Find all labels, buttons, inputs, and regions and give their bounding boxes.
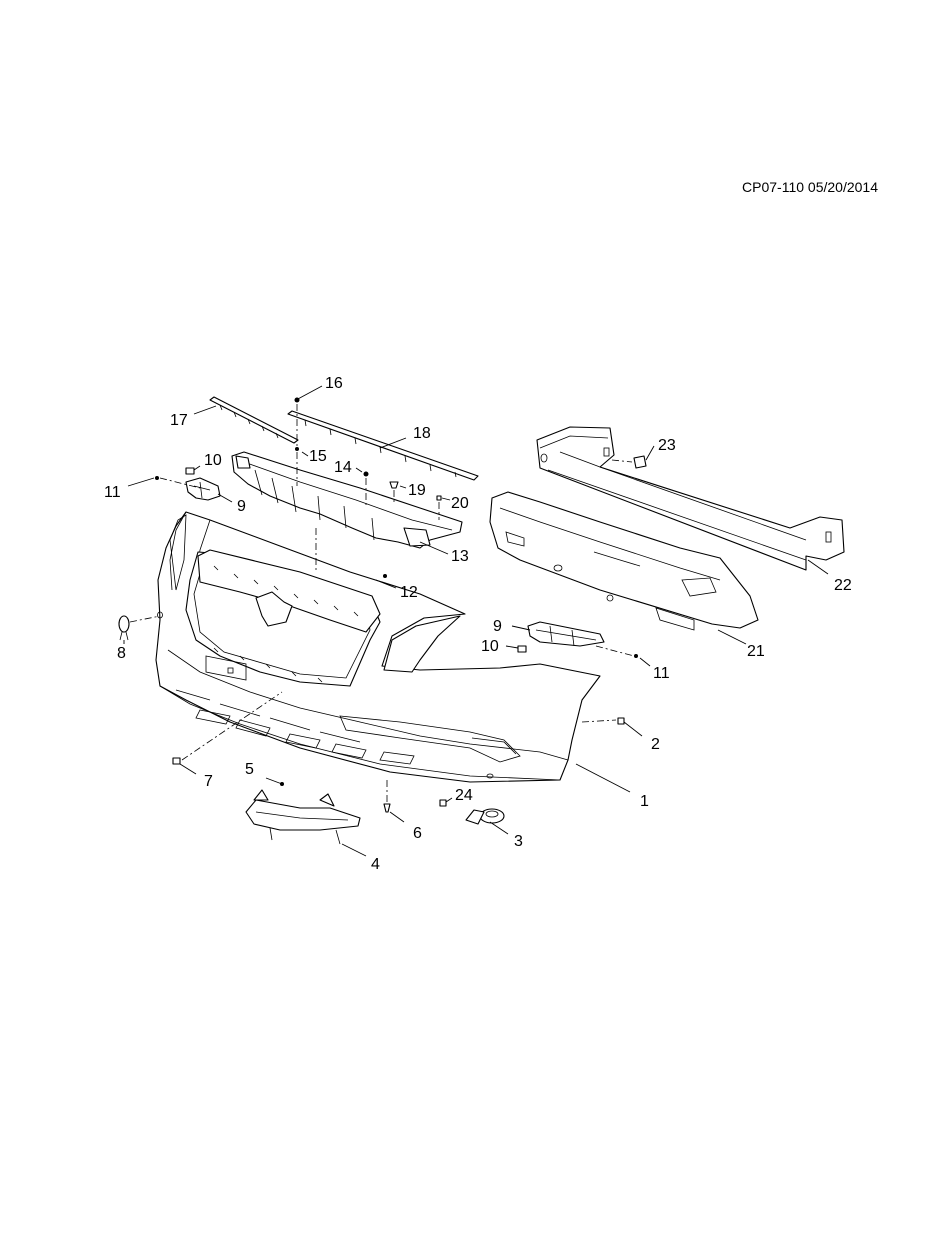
part-21-energy-absorber xyxy=(489,491,759,631)
callout-16: 16 xyxy=(325,375,343,392)
document-code: CP07-110 05/20/2014 xyxy=(742,179,878,195)
callout-11-right: 11 xyxy=(653,665,670,682)
callout-6: 6 xyxy=(413,825,422,842)
callout-15: 15 xyxy=(309,448,327,465)
callout-7: 7 xyxy=(204,773,213,790)
part-1-front-fascia xyxy=(155,511,601,783)
fasteners xyxy=(155,397,647,813)
callout-10-right: 10 xyxy=(481,638,499,655)
callout-10-left: 10 xyxy=(204,452,222,469)
callout-13: 13 xyxy=(451,548,469,565)
callout-2: 2 xyxy=(651,736,660,753)
callout-3: 3 xyxy=(514,833,523,850)
callout-21: 21 xyxy=(747,643,765,660)
callout-14: 14 xyxy=(334,459,352,476)
callout-24: 24 xyxy=(455,787,473,804)
part-18-trim-strip xyxy=(287,410,479,481)
leader-lines xyxy=(123,385,829,857)
callout-12: 12 xyxy=(400,584,418,601)
callout-19: 19 xyxy=(408,482,426,499)
callout-18: 18 xyxy=(413,425,431,442)
part-9-left-bracket xyxy=(185,477,221,501)
callout-5: 5 xyxy=(245,761,254,778)
callout-1: 1 xyxy=(640,793,649,810)
callout-9-right: 9 xyxy=(493,618,502,635)
callout-17: 17 xyxy=(170,412,188,429)
part-8-tow-hook-cap xyxy=(118,615,130,641)
part-9-right-bracket xyxy=(527,621,605,647)
callout-11-left: 11 xyxy=(104,484,121,501)
callout-22: 22 xyxy=(834,577,852,594)
assembly-lines xyxy=(129,404,635,802)
callout-9-left: 9 xyxy=(237,498,246,515)
callout-labels: 16 17 18 15 10 14 19 20 11 9 13 12 23 22… xyxy=(104,375,852,873)
part-3-horn xyxy=(465,808,505,825)
part-13-upper-support xyxy=(231,451,463,549)
part-22-impact-bar xyxy=(536,426,845,571)
part-17-trim-strip xyxy=(209,396,299,444)
callout-4: 4 xyxy=(371,856,380,873)
callout-20: 20 xyxy=(451,495,469,512)
part-4-fog-lamp-bezel xyxy=(245,789,361,845)
callout-8: 8 xyxy=(117,645,126,662)
callout-23: 23 xyxy=(658,437,676,454)
